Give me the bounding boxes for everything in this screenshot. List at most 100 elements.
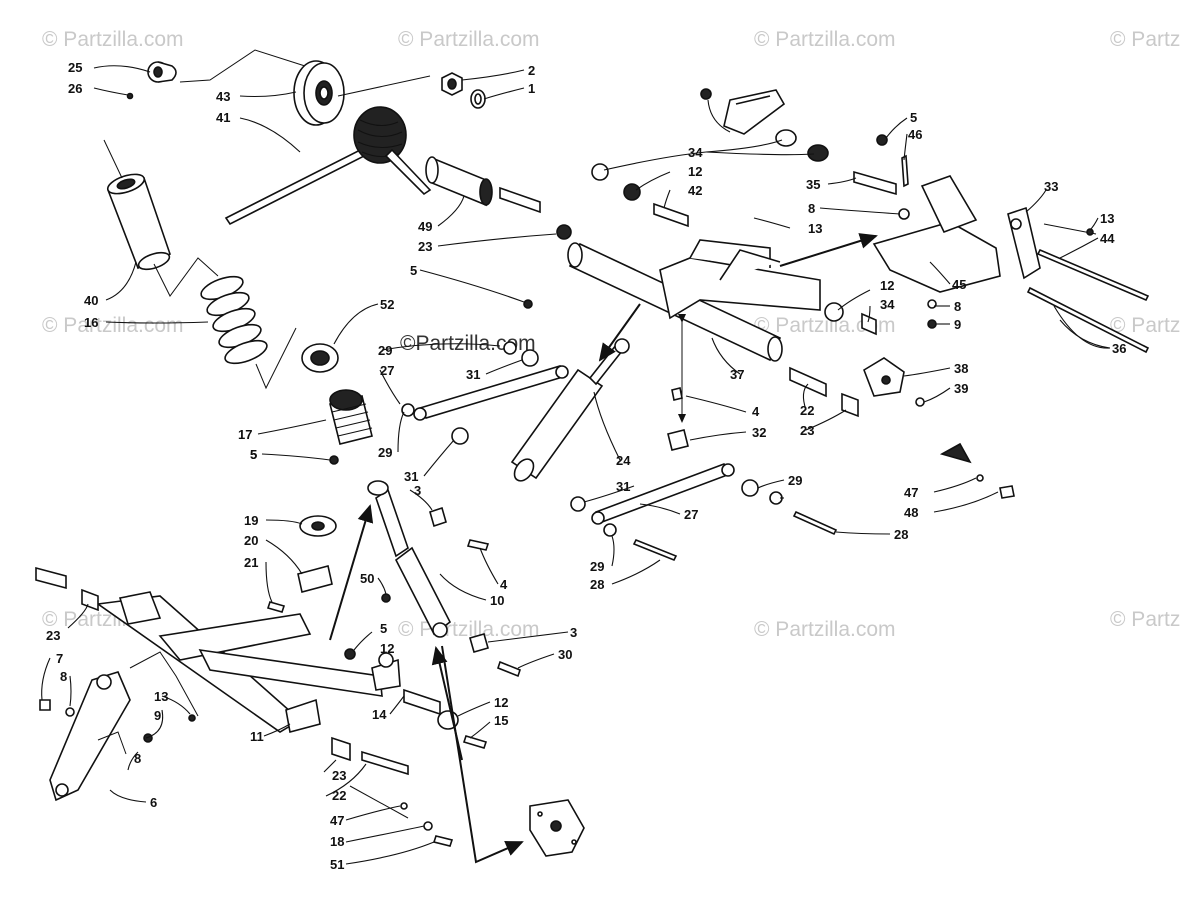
callout-1: 1 bbox=[528, 81, 535, 96]
retainer-19 bbox=[299, 515, 337, 537]
nut-2 bbox=[441, 72, 463, 96]
end-pad bbox=[939, 442, 972, 464]
callout-34a: 34 bbox=[688, 145, 703, 160]
callout-5d: 5 bbox=[250, 447, 257, 462]
watermark-layer: © Partzilla.com © Partzilla.com © Partzi… bbox=[42, 28, 1180, 641]
callout-28a: 28 bbox=[894, 527, 908, 542]
bolt-4a bbox=[671, 387, 683, 401]
callout-8d: 8 bbox=[134, 751, 141, 766]
bolt-46 bbox=[901, 154, 909, 188]
assembly-arrow bbox=[329, 504, 374, 641]
shock-boot-40 bbox=[106, 173, 171, 271]
callout-44: 44 bbox=[1100, 231, 1115, 246]
washer-29b bbox=[401, 403, 415, 417]
bushing-23 bbox=[841, 392, 859, 418]
nut-5b bbox=[876, 134, 888, 146]
bolt-28b bbox=[632, 538, 678, 562]
callout-33: 33 bbox=[1044, 179, 1058, 194]
callout-5c: 5 bbox=[410, 263, 417, 278]
sleeve-32 bbox=[667, 429, 689, 451]
nut-5 bbox=[700, 88, 712, 100]
callout-27a: 27 bbox=[380, 363, 394, 378]
callout-12c: 12 bbox=[380, 641, 394, 656]
callout-5e: 5 bbox=[380, 621, 387, 636]
shock-mount-33 bbox=[920, 175, 1041, 280]
callout-29b: 29 bbox=[378, 445, 392, 460]
callout-40: 40 bbox=[84, 293, 98, 308]
callout-47b: 47 bbox=[330, 813, 344, 828]
mount-bracket bbox=[723, 89, 786, 135]
callout-24: 24 bbox=[616, 453, 631, 468]
watermark: © Partzilla.com bbox=[398, 618, 540, 641]
callout-16: 16 bbox=[84, 315, 98, 330]
assembly-arrow bbox=[779, 233, 878, 267]
shock-10 bbox=[367, 480, 452, 638]
washer-29d bbox=[603, 523, 617, 537]
bushing-12d bbox=[378, 652, 394, 668]
callout-49: 49 bbox=[418, 219, 432, 234]
callout-5b: 5 bbox=[910, 110, 917, 125]
callout-3b: 3 bbox=[570, 625, 577, 640]
assembly-arrow bbox=[598, 303, 641, 362]
bushing-34 bbox=[861, 312, 877, 336]
callout-43: 43 bbox=[216, 89, 230, 104]
clip-20 bbox=[297, 565, 333, 593]
slide-bracket-45 bbox=[872, 221, 1001, 293]
torsion-spring-41 bbox=[224, 106, 432, 226]
callout-19: 19 bbox=[244, 513, 258, 528]
bushing-31a bbox=[521, 349, 539, 367]
spacer-22 bbox=[789, 366, 827, 398]
watermark: © Partzilla.com bbox=[398, 28, 540, 51]
callout-37: 37 bbox=[730, 367, 744, 382]
watermark: © Partzilla.com bbox=[754, 28, 896, 51]
end-cap-38 bbox=[863, 357, 905, 397]
callout-8b: 8 bbox=[954, 299, 961, 314]
callout-52: 52 bbox=[380, 297, 394, 312]
callout-31a: 31 bbox=[466, 367, 480, 382]
washer-18 bbox=[423, 821, 433, 831]
coil-spring-16 bbox=[200, 275, 268, 365]
nut-9b bbox=[143, 733, 153, 743]
callout-29a: 29 bbox=[378, 343, 392, 358]
bushing-12a bbox=[556, 129, 829, 240]
bushing-25 bbox=[147, 61, 177, 83]
watermark: © Partz bbox=[1110, 28, 1180, 51]
bolt-44 bbox=[1036, 248, 1150, 302]
mounting-plate bbox=[529, 799, 585, 857]
watermark: © Partzilla.com bbox=[754, 314, 896, 337]
nut-5c bbox=[523, 299, 533, 309]
idler-wheel-43 bbox=[293, 60, 345, 126]
washer-47b bbox=[400, 802, 408, 810]
nut-13 bbox=[1086, 228, 1094, 236]
callout-6: 6 bbox=[150, 795, 157, 810]
bolt-28a bbox=[792, 510, 838, 536]
bolt-36 bbox=[1026, 286, 1150, 354]
front-arm-11 bbox=[95, 591, 401, 733]
callout-layer: 25 26 43 41 2 1 40 16 52 17 5 5 46 34 12… bbox=[46, 60, 1126, 872]
callout-4a: 4 bbox=[752, 404, 760, 419]
pin-35 bbox=[853, 170, 897, 196]
bushing-23a bbox=[81, 588, 99, 612]
spacer-14 bbox=[403, 688, 441, 716]
callout-28b: 28 bbox=[590, 577, 604, 592]
spacer-22b bbox=[361, 750, 409, 776]
group-line bbox=[97, 731, 127, 755]
callout-14: 14 bbox=[372, 707, 387, 722]
callout-39: 39 bbox=[954, 381, 968, 396]
bolt-15 bbox=[462, 735, 488, 749]
callout-27b: 27 bbox=[684, 507, 698, 522]
callout-21: 21 bbox=[244, 555, 258, 570]
shock-rod-line bbox=[103, 139, 123, 179]
callout-29c: 29 bbox=[788, 473, 802, 488]
group-line bbox=[179, 49, 306, 83]
watermark: © Partzilla.com bbox=[42, 28, 184, 51]
callout-42: 42 bbox=[688, 183, 702, 198]
nut-5e bbox=[344, 648, 356, 660]
callout-23c: 23 bbox=[46, 628, 60, 643]
callout-2: 2 bbox=[528, 63, 535, 78]
callout-5a: 5 bbox=[250, 447, 257, 462]
callout-11: 11 bbox=[250, 729, 264, 744]
bushing-31c bbox=[570, 496, 586, 512]
leader-layer bbox=[41, 65, 1111, 865]
callout-23a: 23 bbox=[418, 239, 432, 254]
